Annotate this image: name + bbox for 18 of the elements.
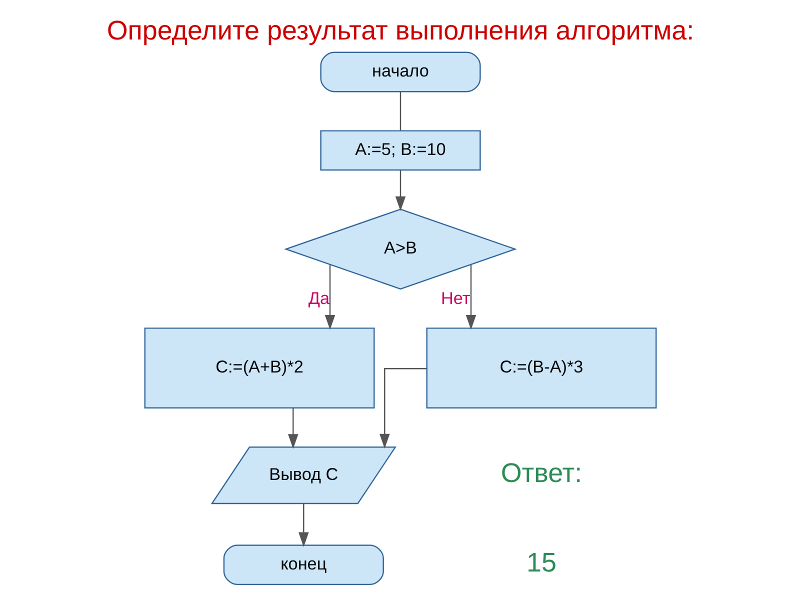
- node-box: конец: [222, 544, 384, 586]
- diagram-title: Определите результат выполнения алгоритма:: [106, 16, 694, 46]
- arrow: [298, 504, 308, 548]
- node-box: C:=(A+B)*2: [144, 328, 374, 408]
- connector: [399, 92, 401, 130]
- node-box: C:=(B-A)*3: [426, 328, 656, 408]
- label: 15: [526, 548, 556, 578]
- node-diamond: A>B: [284, 208, 516, 290]
- arrow: [287, 408, 298, 449]
- arrow: [379, 368, 426, 449]
- edge-label: Нет: [440, 288, 470, 308]
- node-box: начало: [320, 52, 480, 92]
- edge-label: Да: [308, 288, 330, 308]
- arrow: [465, 264, 476, 330]
- arrow: [324, 264, 335, 330]
- arrow: [394, 170, 406, 212]
- label: Ответ:: [500, 458, 582, 488]
- node-box: A:=5; B:=10: [320, 130, 480, 171]
